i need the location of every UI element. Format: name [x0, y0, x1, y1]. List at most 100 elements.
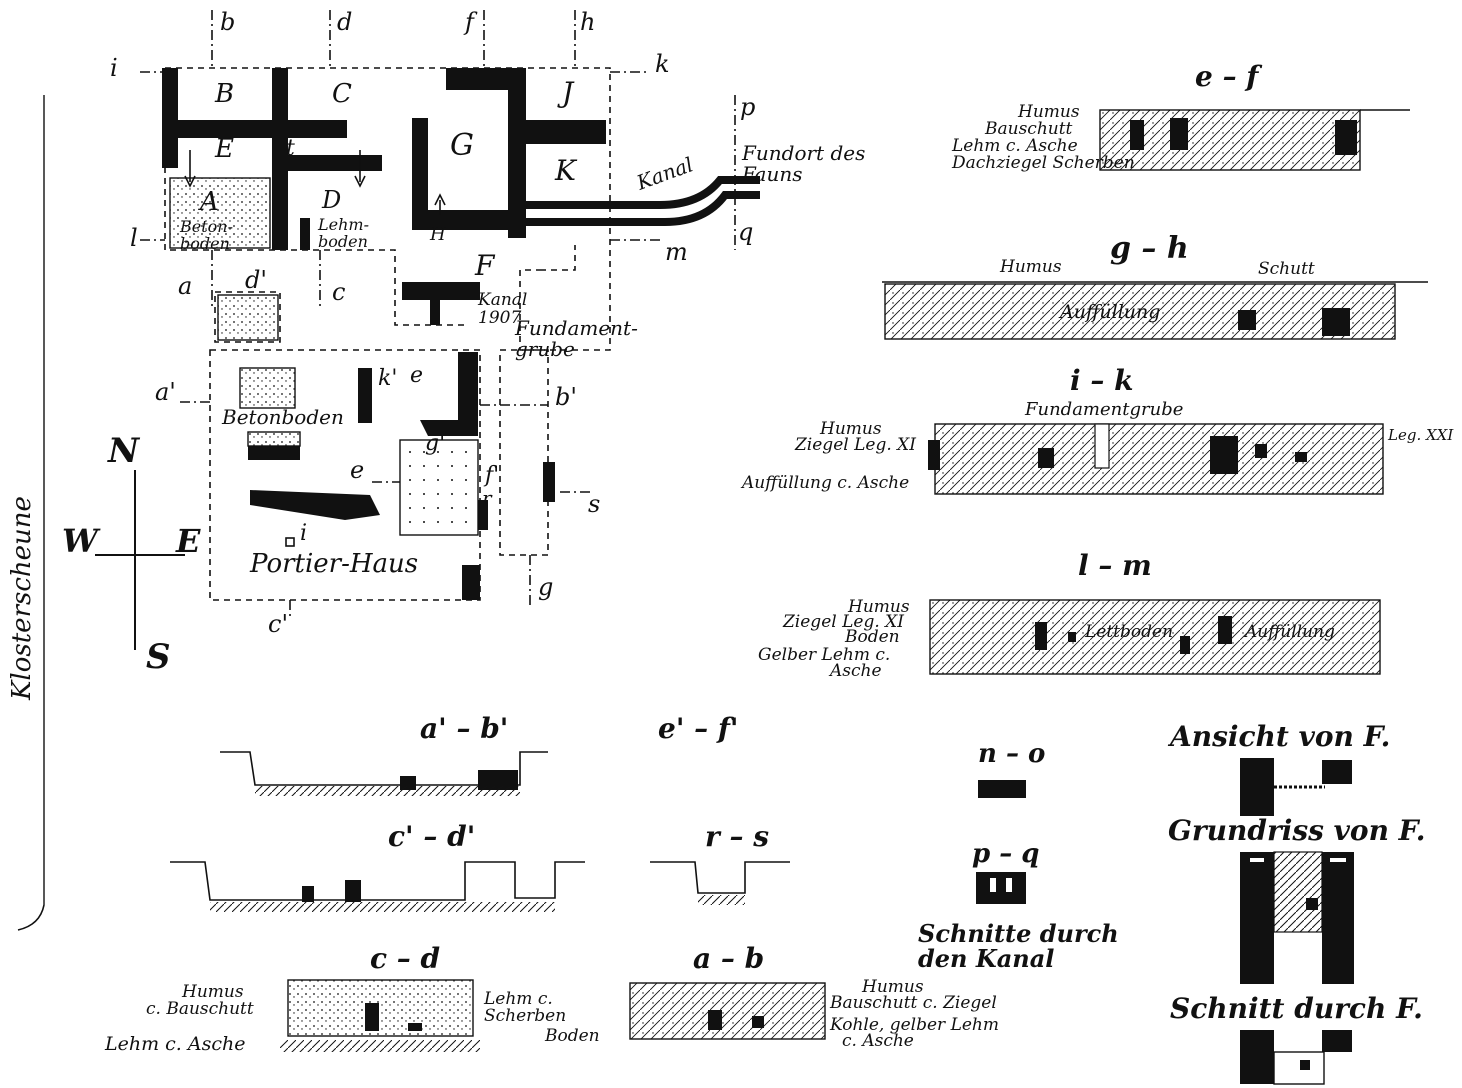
- plan-letter-p: p: [740, 93, 755, 121]
- ef-dachziegel: Dachziegel Scherben: [951, 153, 1135, 173]
- plan-letter-f-prime: f': [483, 463, 499, 488]
- ab-kohle: Kohle, gelber Lehm: [829, 1015, 999, 1035]
- ab-bauschutt: Bauschutt c. Ziegel: [829, 993, 997, 1013]
- plan-letter-m: m: [665, 238, 688, 266]
- room-h: H: [429, 224, 446, 245]
- compass-w: W: [62, 522, 101, 560]
- cd-bauschutt: c. Bauschutt: [146, 999, 254, 1019]
- plan-letter-k-prime: k': [378, 366, 397, 391]
- grundriss-von-f: Grundriss von F.: [1168, 814, 1425, 984]
- plan-letter-s: s: [588, 490, 600, 518]
- plan-portier-i: i: [300, 521, 307, 546]
- plan-letter-f: f: [463, 8, 478, 36]
- section-e-f: e – f Humus Bauschutt Lehm c. Asche Dach…: [951, 60, 1410, 173]
- plan-letter-h: h: [580, 8, 595, 36]
- cd-humus: Humus: [181, 982, 244, 1002]
- ef-humus: Humus: [1017, 102, 1080, 122]
- compass-s: S: [146, 637, 171, 677]
- ansicht-von-f: Ansicht von F.: [1167, 720, 1390, 816]
- plan-letter-d-prime: d': [245, 266, 267, 294]
- plan-letter-c: c: [332, 278, 345, 306]
- plan-letter-b: b: [220, 8, 235, 36]
- cd-lehm-asche: Lehm c. Asche: [104, 1033, 245, 1055]
- plan-letter-r: r: [482, 486, 493, 510]
- section-a-b-prime: a' – b': [220, 712, 548, 796]
- plan-portier-haus-label: Portier-Haus: [249, 549, 418, 579]
- gh-humus: Humus: [999, 257, 1062, 277]
- ansicht-title: Ansicht von F.: [1167, 720, 1390, 753]
- lm-lettboden: Lettboden: [1084, 622, 1173, 642]
- lm-auffuellung: Auffüllung: [1243, 622, 1335, 642]
- schnitt-durch-f: Schnitt durch F.: [1170, 992, 1423, 1085]
- room-d-floor-label: Lehm-boden: [317, 215, 369, 251]
- section-e-f-title: e – f: [1195, 60, 1263, 93]
- section-i-k: i – k Fundamentgrube Humus Ziegel Leg. X…: [740, 364, 1454, 495]
- section-ab-title: a – b: [693, 942, 764, 975]
- room-k: K: [554, 154, 578, 187]
- ik-fundamentgrube: Fundamentgrube: [1024, 399, 1183, 420]
- lm-humus: Humus: [847, 597, 910, 617]
- gh-auffuellung: Auffüllung: [1058, 301, 1160, 323]
- grundriss-title: Grundriss von F.: [1168, 814, 1425, 847]
- section-no-title: n – o: [978, 739, 1045, 769]
- section-pq-title: p – q: [972, 839, 1039, 869]
- cd-boden: Boden: [544, 1026, 600, 1046]
- plan-betonboden-label: Betonboden: [221, 405, 344, 429]
- plan-letter-l: l: [130, 224, 138, 252]
- plan-letter-d: d: [337, 8, 352, 36]
- ik-auffuellung: Auffüllung c. Asche: [740, 473, 909, 493]
- room-j: J: [557, 76, 575, 109]
- plan-letter-e-upper: e: [410, 363, 423, 388]
- side-label-klosterscheune: Klosterscheune: [7, 496, 37, 701]
- cd-scherben: Scherben: [484, 1006, 566, 1026]
- plan-letter-k: k: [655, 50, 670, 78]
- gh-schutt: Schutt: [1258, 259, 1315, 279]
- plan-letter-c-prime: c': [268, 610, 288, 638]
- plan-letter-q: q: [738, 218, 753, 246]
- ik-humus: Humus: [819, 419, 882, 439]
- room-b: B: [214, 79, 234, 109]
- cd-lehm: Lehm c.: [483, 989, 553, 1009]
- section-c-d-prime: c' – d': [170, 820, 585, 912]
- section-ef-prime-title: e' – f': [658, 712, 739, 745]
- room-c: C: [332, 79, 352, 109]
- room-a-floor-label: Beton-boden: [179, 217, 233, 253]
- section-l-m: l – m Humus Ziegel Leg. XI Boden Gelber …: [758, 549, 1381, 681]
- section-rs-title: r – s: [705, 820, 769, 853]
- lm-ziegel: Ziegel Leg. XI: [782, 612, 904, 632]
- plan-letter-e: e: [350, 456, 364, 484]
- compass-rose: N W E S: [62, 431, 201, 677]
- schnitt-title: Schnitt durch F.: [1170, 992, 1423, 1025]
- room-f: F: [474, 249, 496, 282]
- lm-asche: Asche: [828, 661, 882, 681]
- room-a: A: [198, 187, 219, 217]
- plan-letter-a-prime: a': [155, 378, 176, 406]
- plan-kanal-label: Kanal: [633, 152, 697, 195]
- section-g-h: g – h Humus Schutt Auffüllung: [882, 231, 1428, 340]
- section-l-m-title: l – m: [1078, 549, 1152, 582]
- section-i-k-title: i – k: [1070, 364, 1134, 397]
- side-frame-curl: [17, 904, 45, 931]
- room-d: D: [321, 186, 341, 214]
- compass-e: E: [175, 522, 201, 560]
- section-r-s: r – s: [650, 820, 790, 905]
- lm-boden: Boden: [844, 627, 900, 647]
- plan-letter-g-prime: g': [425, 431, 445, 456]
- section-cd-prime-title: c' – d': [388, 820, 475, 853]
- plan-letter-b-prime: b': [555, 383, 577, 411]
- ab-asche: c. Asche: [842, 1031, 914, 1051]
- plan-letter-i: i: [110, 54, 118, 82]
- plan-letter-a: a: [178, 272, 192, 300]
- section-c-d: c – d Humus c. Bauschutt Lehm c. Asche L…: [104, 942, 600, 1055]
- plan-letter-g: g: [538, 573, 553, 601]
- room-e: E: [214, 134, 234, 164]
- section-a-b: a – b Humus Bauschutt c. Ziegel Kohle, g…: [629, 942, 999, 1051]
- lm-gelber-lehm: Gelber Lehm c.: [758, 645, 890, 665]
- section-g-h-title: g – h: [1110, 231, 1189, 266]
- ik-leg-xxi: Leg. XXI: [1387, 426, 1454, 444]
- section-p-q: p – q: [972, 839, 1039, 904]
- compass-n: N: [107, 431, 141, 471]
